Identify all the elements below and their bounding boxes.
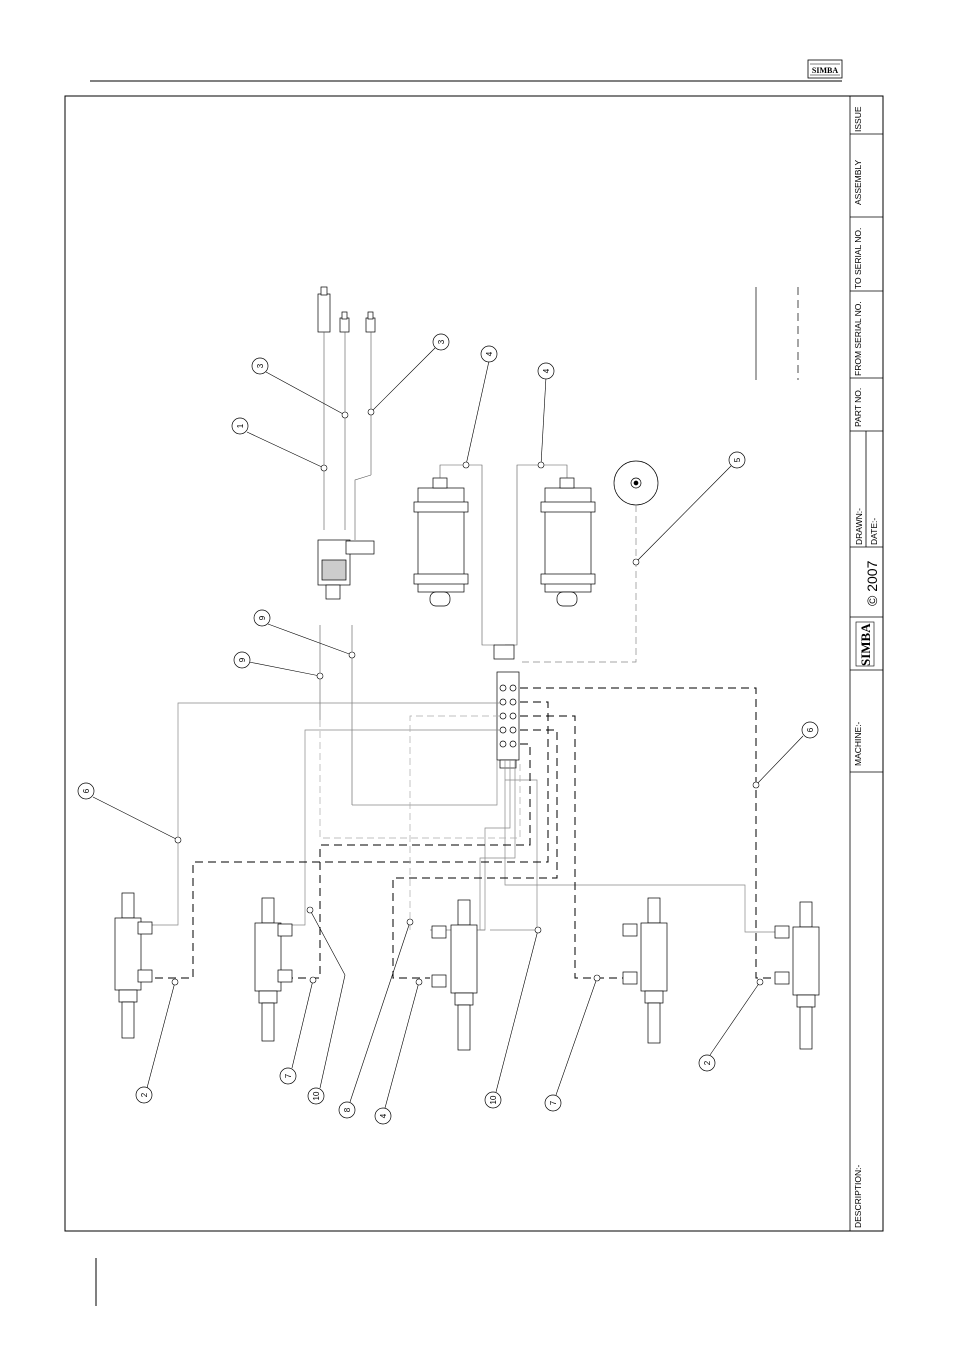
balloon-7-left: 7 <box>280 1068 296 1084</box>
copyright-text: © 2007 <box>864 560 880 606</box>
balloon-7-right: 7 <box>545 1095 561 1111</box>
leader-endpoint-dots <box>172 409 763 985</box>
cylinder-4 <box>623 898 667 1043</box>
cylinder-5 <box>775 902 819 1049</box>
control-valve <box>318 540 374 599</box>
svg-text:6: 6 <box>806 727 815 732</box>
svg-text:9: 9 <box>258 615 267 620</box>
pressure-gauge <box>614 461 658 505</box>
svg-text:10: 10 <box>489 1095 498 1104</box>
balloon-2-left: 2 <box>136 1087 152 1103</box>
balloon-10-right: 10 <box>485 1092 501 1108</box>
solid-hoses <box>150 703 775 932</box>
cylinder-3 <box>432 900 477 1050</box>
svg-text:7: 7 <box>549 1100 558 1105</box>
balloon-4-right: 4 <box>538 363 554 379</box>
issue-label: ISSUE <box>853 106 863 132</box>
drawn-label: DRAWN:- <box>854 508 864 545</box>
svg-text:3: 3 <box>437 339 446 344</box>
to-serial-label: TO SERIAL NO. <box>853 228 863 289</box>
svg-text:3: 3 <box>256 363 265 368</box>
svg-text:10: 10 <box>312 1091 321 1100</box>
balloon-8: 8 <box>339 1102 355 1118</box>
svg-text:5: 5 <box>733 457 742 462</box>
title-block-logo-text: SIMBA <box>858 623 873 666</box>
balloon-1: 1 <box>232 418 248 434</box>
date-label: DATE:- <box>869 518 879 545</box>
from-serial-label: FROM SERIAL NO. <box>853 301 863 376</box>
svg-text:4: 4 <box>379 1113 388 1118</box>
svg-text:6: 6 <box>82 788 91 793</box>
balloon-4-lower: 4 <box>375 1108 391 1124</box>
part-no-label: PART NO. <box>853 388 863 427</box>
balloon-6-left: 6 <box>78 783 94 799</box>
balloon-4-left: 4 <box>481 346 497 362</box>
top-connectors <box>318 287 375 332</box>
balloon-9-lower: 9 <box>234 652 250 668</box>
balloon-10-left: 10 <box>308 1088 324 1104</box>
accumulator-right <box>541 478 595 606</box>
assembly-label: ASSEMBLY <box>853 159 863 205</box>
svg-text:8: 8 <box>343 1107 352 1112</box>
leader-lines <box>93 348 803 1108</box>
accumulator-left <box>414 478 468 606</box>
balloon-3-right: 3 <box>433 334 449 350</box>
header-logo: SIMBA <box>808 60 842 78</box>
svg-text:7: 7 <box>284 1073 293 1078</box>
balloon-2-right: 2 <box>699 1055 715 1071</box>
balloon-9-upper: 9 <box>254 610 270 626</box>
drawing-border <box>65 96 883 1231</box>
cylinder-2 <box>255 898 292 1041</box>
balloon-5: 5 <box>729 452 745 468</box>
svg-text:4: 4 <box>542 368 551 373</box>
balloon-3-left: 3 <box>252 358 268 374</box>
svg-text:2: 2 <box>140 1092 149 1097</box>
svg-text:9: 9 <box>238 657 247 662</box>
svg-text:1: 1 <box>236 423 245 428</box>
svg-text:2: 2 <box>703 1060 712 1065</box>
cylinder-1 <box>115 893 152 1038</box>
machine-label: MACHINE:- <box>853 721 863 766</box>
description-label: DESCRIPTION:- <box>853 1165 863 1228</box>
manifold-block <box>494 645 519 768</box>
light-dashed-hoses <box>320 716 520 930</box>
title-block-logo: SIMBA <box>856 622 874 666</box>
header-logo-text: SIMBA <box>812 66 838 75</box>
svg-text:4: 4 <box>485 351 494 356</box>
balloon-6-right: 6 <box>802 722 818 738</box>
